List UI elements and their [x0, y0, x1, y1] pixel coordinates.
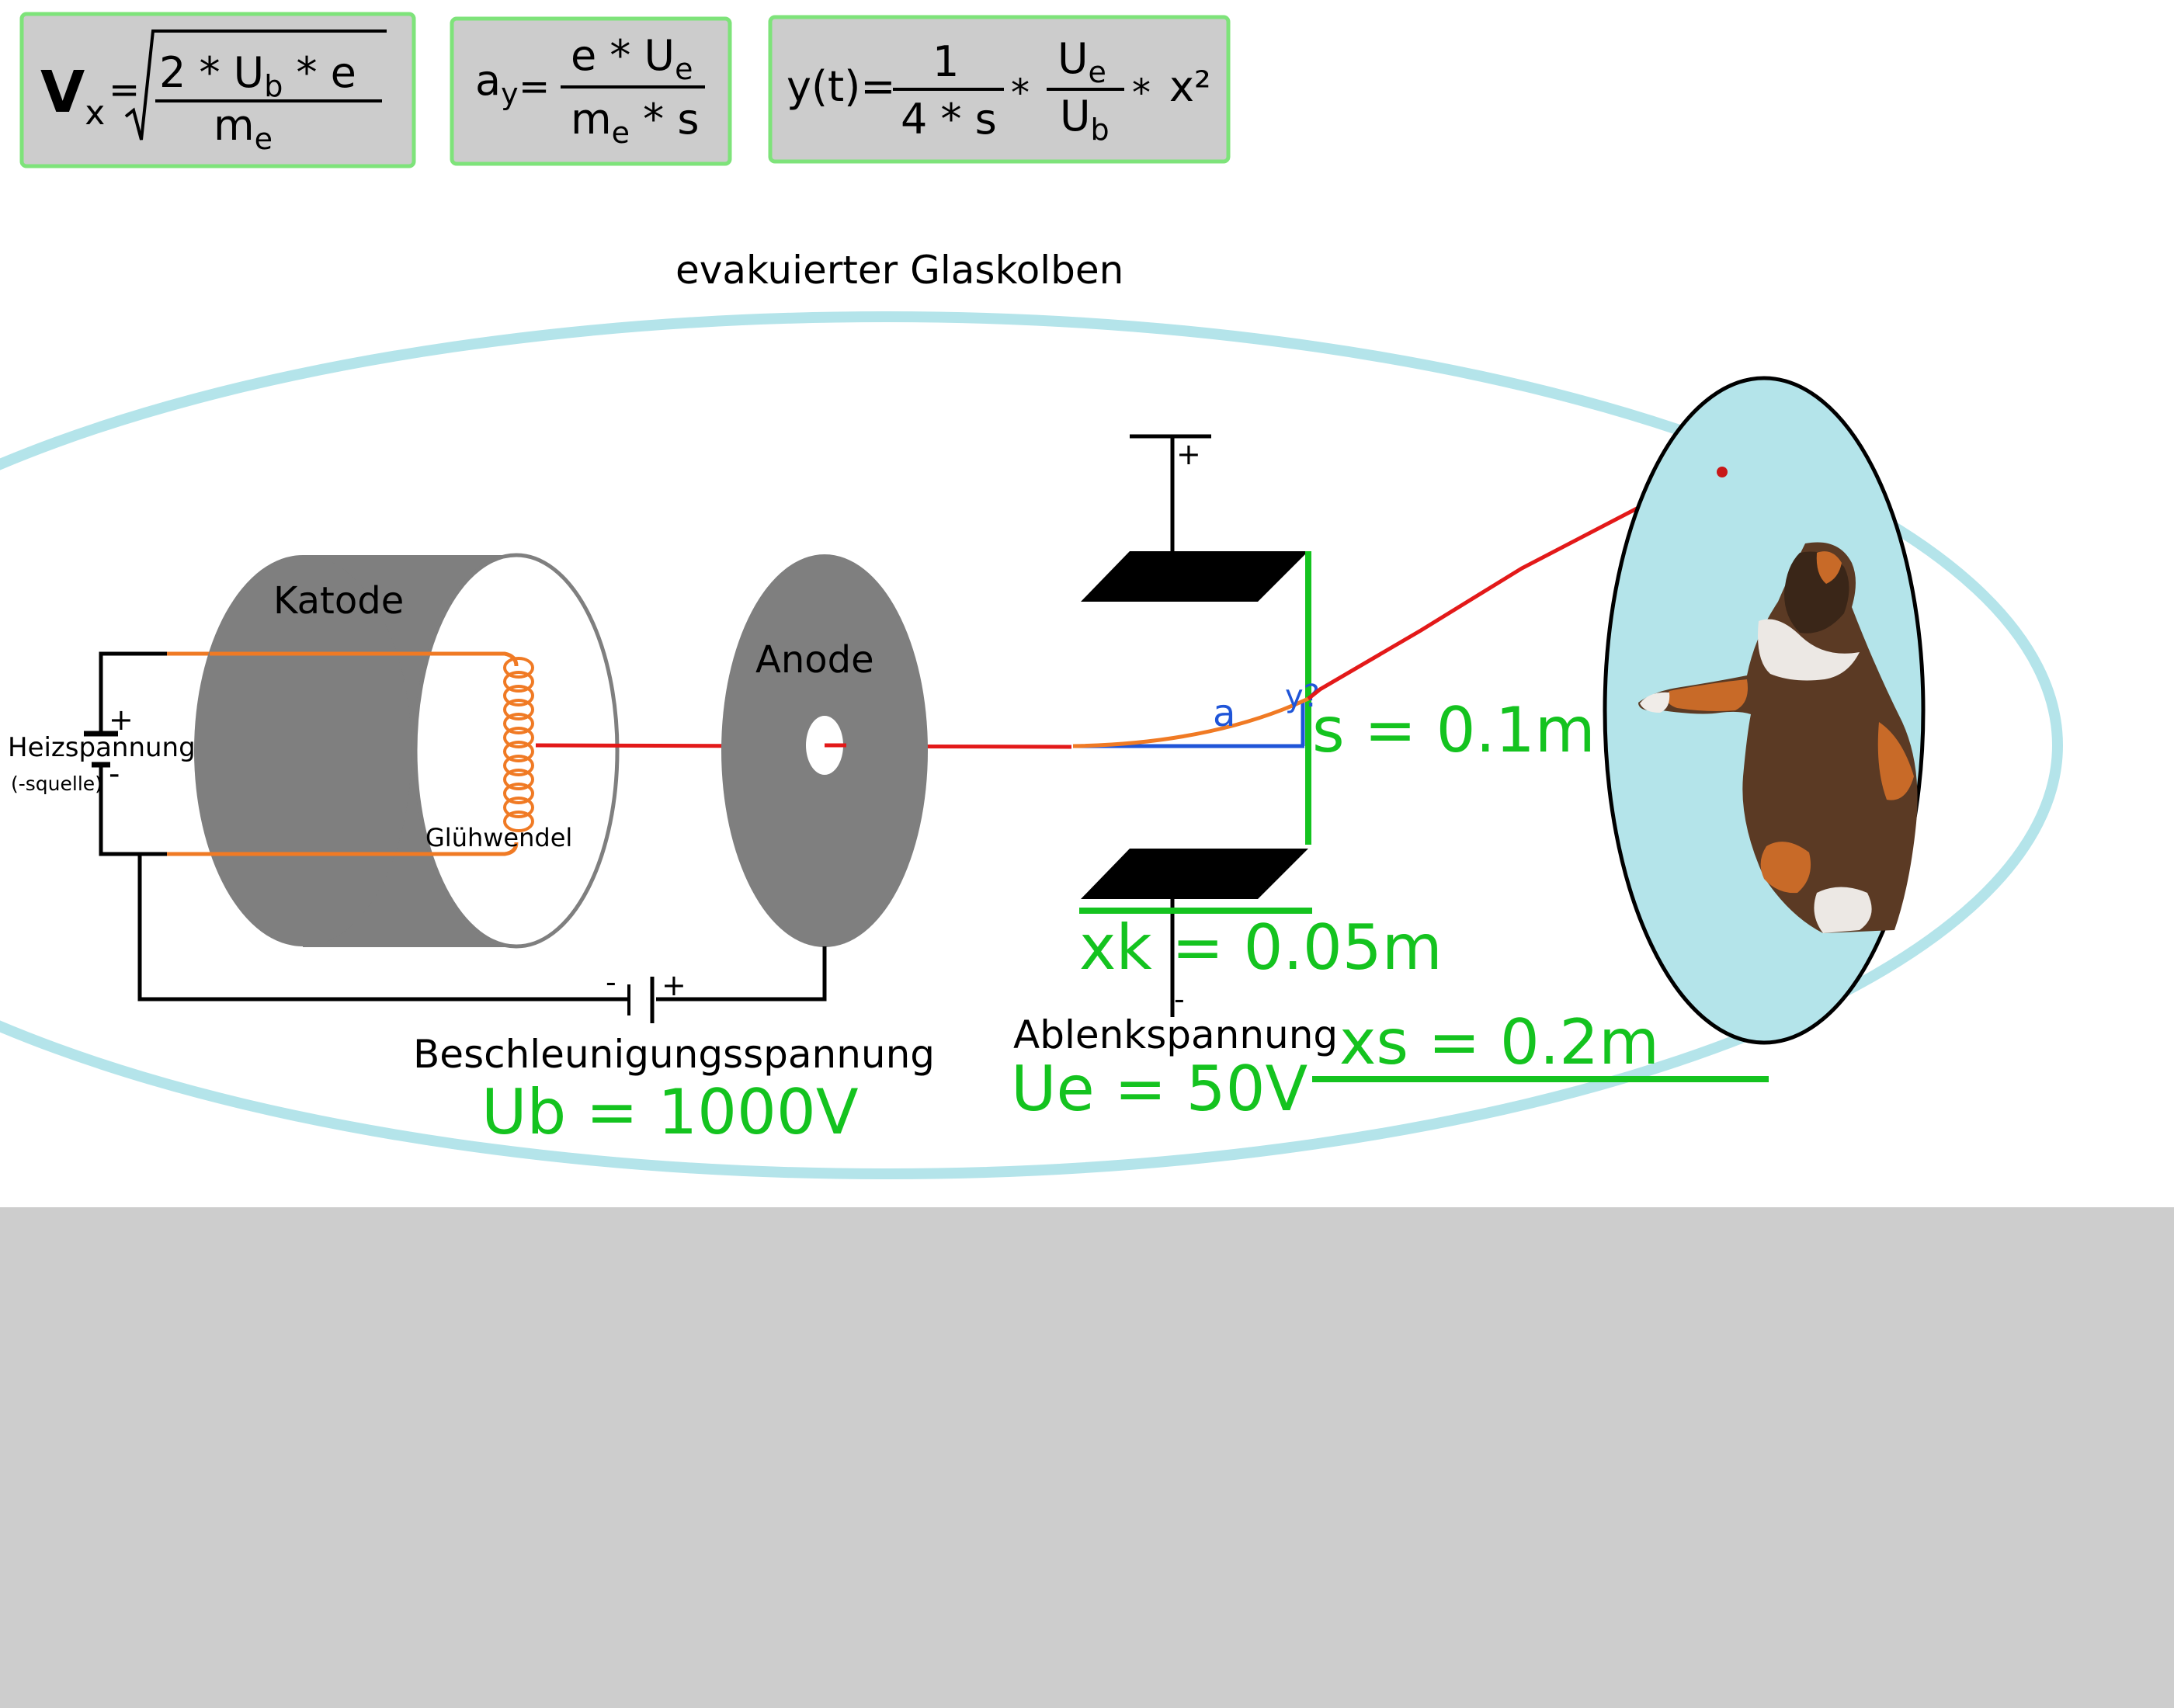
filament-coil-loop — [503, 727, 534, 748]
accel-voltage-label: Beschleunigungsspannung — [413, 1032, 935, 1077]
filament-coil-loop — [503, 713, 534, 734]
filament-coil — [503, 657, 534, 832]
anode-disc — [721, 554, 928, 947]
lower-deflection-plate — [1081, 849, 1308, 899]
filament-coil-loop — [503, 657, 534, 679]
anode-label: Anode — [755, 638, 874, 682]
filament-coil-loop — [503, 755, 534, 776]
accel-minus-sign: - — [606, 965, 616, 999]
formula-box-yt: y(t)= 1 4 * s * Ue Ub * x² — [768, 15, 1231, 164]
filament-coil-loop — [503, 811, 534, 832]
cat-image — [1638, 542, 1918, 933]
filament-coil-loop — [503, 741, 534, 762]
vx-numerator: 2 * Ub * e — [159, 48, 356, 103]
heating-circuit — [84, 651, 629, 1002]
deflect-voltage-label: Ablenkspannung — [1013, 1012, 1338, 1057]
parabolic-trajectory — [1072, 696, 1310, 748]
heating-voltage-label: Heizspannung — [8, 732, 196, 763]
vx-denominator: me — [214, 101, 273, 156]
filament-coil-loop — [503, 685, 534, 706]
deflect-plus-sign: + — [1176, 437, 1201, 471]
cathode-label: Katode — [273, 579, 404, 623]
yt-frac1-numerator: 1 — [932, 37, 959, 86]
deflection-system — [1081, 434, 1308, 1017]
yt-frac2-numerator: Ue — [1057, 34, 1106, 89]
heating-source-label: (-squelle) — [11, 772, 102, 795]
filament-label: Glühwendel — [425, 823, 572, 852]
yt-frac1-denominator: 4 * s — [901, 95, 997, 144]
y-label: y? — [1285, 679, 1320, 714]
cathode-cylinder — [194, 553, 620, 949]
filament-coil-loop — [503, 671, 534, 693]
yt-frac2-denominator: Ub — [1060, 92, 1110, 147]
vx-lhs: Vx — [40, 59, 105, 133]
vx-equals: = — [109, 68, 140, 112]
upper-deflection-plate — [1081, 551, 1308, 602]
anode-wire — [656, 946, 827, 1002]
accel-plus-sign: + — [662, 968, 686, 1002]
filament-coil-loop — [503, 699, 534, 720]
yt-times-1: * — [1011, 71, 1030, 115]
formula-box-vx: Vx = 2 * Ub * e me — [19, 12, 416, 168]
yt-times-2: * — [1132, 71, 1151, 115]
xs-value: xs = 0.2m — [1339, 1006, 1659, 1078]
ub-value: Ub = 1000V — [481, 1076, 859, 1148]
formula-box-ay: ay = e * Ue me * s — [450, 16, 732, 166]
sqrt-sign — [124, 30, 387, 141]
filament-coil-loop — [503, 769, 534, 790]
s-value: s = 0.1m — [1312, 694, 1596, 766]
ay-lhs: ay — [475, 56, 519, 111]
ay-equals: = — [519, 65, 550, 109]
a-label: a — [1213, 692, 1235, 735]
yt-lhs: y(t)= — [787, 62, 896, 111]
filament-coil-loop — [503, 783, 534, 804]
ay-denominator: me * s — [571, 95, 699, 150]
ay-numerator: e * Ue — [571, 31, 693, 86]
yt-x-squared: x² — [1169, 62, 1211, 111]
impact-dot — [1717, 467, 1728, 477]
heating-plus-sign: + — [109, 703, 134, 737]
heating-minus-sign: - — [109, 756, 120, 792]
electron-beam-deflected — [1307, 505, 1640, 700]
deflect-minus-sign: - — [1174, 982, 1185, 1016]
glass-bulb-label: evakuierter Glaskolben — [675, 248, 1123, 293]
filament-coil-loop — [503, 797, 534, 818]
glass-bulb-outline — [0, 311, 2063, 1179]
ue-value: Ue = 50V — [1011, 1053, 1308, 1125]
xk-value: xk = 0.05m — [1079, 911, 1443, 984]
bottom-band-cover — [0, 1207, 2174, 1708]
